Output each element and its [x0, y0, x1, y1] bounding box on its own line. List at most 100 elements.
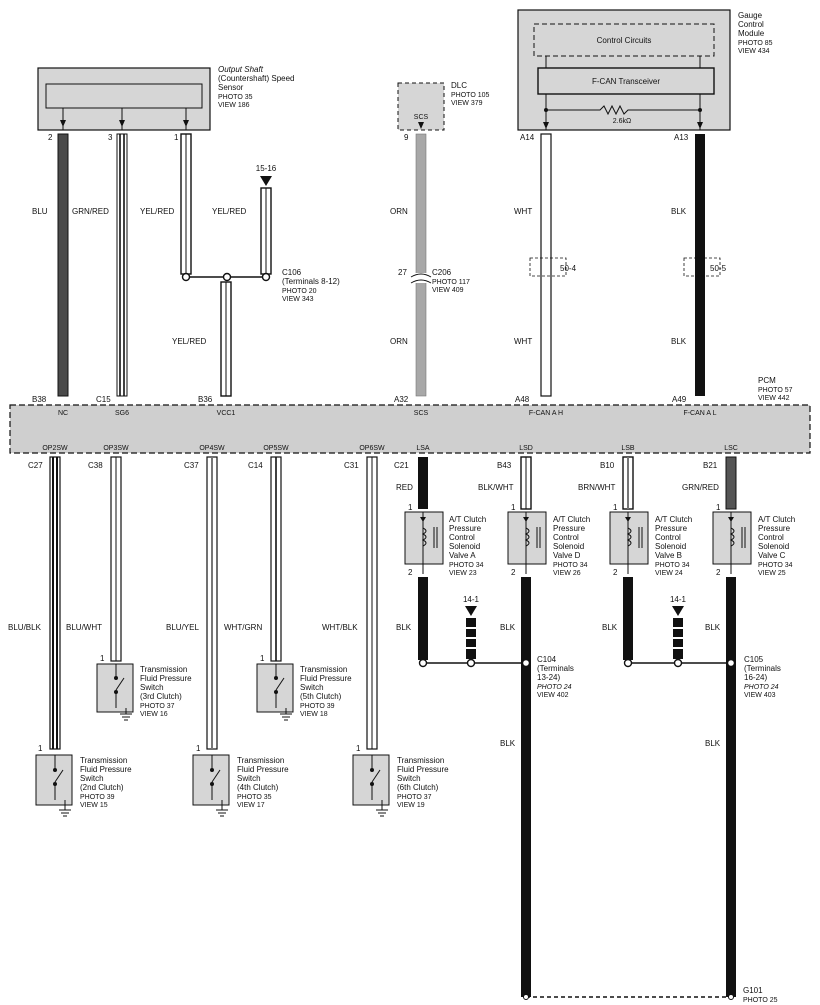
g101-name: G101 [743, 986, 763, 995]
solenoid-valve-a [404, 511, 444, 574]
sol-b-pin1: 1 [613, 503, 618, 512]
sw2-l4: (2nd Clutch) [80, 783, 124, 792]
label-blk-b: BLK [602, 623, 618, 632]
dlc-view: VIEW 379 [451, 100, 483, 107]
sol-b-l5: Valve B [655, 551, 682, 560]
g101-photo: PHOTO 25 [743, 997, 778, 1004]
solenoid-valve-b [609, 511, 649, 574]
sol-d-l5: Valve D [553, 551, 581, 560]
pressure-switch-6th [352, 754, 390, 817]
label-blk-wht: BLK/WHT [478, 483, 514, 492]
sw2-pin: 1 [38, 744, 43, 753]
label-blk-a: BLK [396, 623, 412, 632]
sw2-l3: Switch [80, 774, 104, 783]
label-grn-red: GRN/RED [72, 207, 109, 216]
sw6-view: VIEW 19 [397, 802, 425, 809]
speed-sensor-name1: Output Shaft [218, 65, 264, 74]
pin-a13: A13 [674, 133, 689, 142]
dlc-pin: SCS [414, 114, 429, 121]
ref-15-16: 15-16 [256, 164, 277, 173]
pcm-op6sw: OP6SW [359, 445, 385, 452]
pcm-vcc1: VCC1 [217, 410, 236, 417]
resistor-label: 2.6kΩ [613, 118, 631, 125]
label-blk-c: BLK [705, 623, 721, 632]
sol-c-photo: PHOTO 34 [758, 562, 793, 569]
pcm-lsa: LSA [416, 445, 430, 452]
c105-view: VIEW 403 [744, 692, 776, 699]
sol-c-l5: Valve C [758, 551, 786, 560]
sol-a-l1: A/T Clutch [449, 515, 486, 524]
sw6-l3: Switch [397, 774, 421, 783]
sol-c-l1: A/T Clutch [758, 515, 795, 524]
pin-c27: C27 [28, 461, 43, 470]
sol-a-pin1: 1 [408, 503, 413, 512]
c105-photo: PHOTO 24 [744, 684, 779, 691]
dlc-name: DLC [451, 81, 467, 90]
c206-name: C206 [432, 268, 452, 277]
sw6-label: Transmission Fluid Pressure Switch (6th … [397, 756, 449, 809]
sol-c-label: A/T Clutch Pressure Control Solenoid Val… [758, 515, 795, 577]
sw3-l1: Transmission [140, 665, 187, 674]
gauge-name2: Control [738, 20, 764, 29]
pressure-switch-4th [192, 754, 230, 817]
speed-sensor-photo: PHOTO 35 [218, 94, 253, 101]
pcm-photo: PHOTO 57 [758, 387, 793, 394]
wire-blk-b [623, 577, 633, 660]
pcm-view: VIEW 442 [758, 395, 790, 402]
wire-grn-red-bottom [725, 456, 737, 510]
sol-b-l2: Pressure [655, 524, 688, 533]
pin-c38: C38 [88, 461, 103, 470]
sol-d-l3: Control [553, 533, 579, 542]
wire-grn-red-top [116, 133, 128, 397]
sw5-l1: Transmission [300, 665, 347, 674]
c106-sub: (Terminals 8-12) [282, 277, 340, 286]
sol-b-l1: A/T Clutch [655, 515, 692, 524]
wire-blu-blk [49, 456, 61, 750]
sw6-l2: Fluid Pressure [397, 765, 449, 774]
c104-photo: PHOTO 24 [537, 684, 572, 691]
sw6-l4: (6th Clutch) [397, 783, 439, 792]
pin-b38: B38 [32, 395, 47, 404]
sol-c-pin1: 1 [716, 503, 721, 512]
c206-photo: PHOTO 117 [432, 279, 470, 286]
sw5-l4: (5th Clutch) [300, 692, 342, 701]
sw3-label: Transmission Fluid Pressure Switch (3rd … [140, 665, 192, 718]
c104-sub2: 13-24) [537, 673, 560, 682]
c206-pin: 27 [398, 268, 407, 277]
pin-c14: C14 [248, 461, 263, 470]
label-wht-2: WHT [514, 337, 532, 346]
sw5-l3: Switch [300, 683, 324, 692]
transceiver-label: F-CAN Transceiver [592, 77, 660, 86]
pressure-switch-2nd [35, 754, 73, 817]
wire-blk-d [521, 577, 531, 997]
label-yel-red-3: YEL/RED [172, 337, 206, 346]
solenoid-valve-d [507, 511, 547, 574]
label-wht-grn: WHT/GRN [224, 623, 262, 632]
c105-sub2: 16-24) [744, 673, 767, 682]
speed-sensor [37, 67, 211, 131]
label-orn-1: ORN [390, 207, 408, 216]
pcm-sg6: SG6 [115, 410, 129, 417]
sol-c-l3: Control [758, 533, 784, 542]
gauge-control-module [517, 9, 731, 131]
pcm-scs: SCS [414, 410, 429, 417]
sol-b-view: VIEW 24 [655, 570, 683, 577]
speed-sensor-name2: (Countershaft) Speed [218, 74, 295, 83]
gauge-name1: Gauge [738, 11, 763, 20]
pcm-op5sw: OP5SW [263, 445, 289, 452]
sol-a-pin2: 2 [408, 568, 413, 577]
sw5-l2: Fluid Pressure [300, 674, 352, 683]
wire-blk-a [418, 577, 428, 660]
sw4-l1: Transmission [237, 756, 284, 765]
pcm-op4sw: OP4SW [199, 445, 225, 452]
pressure-switch-3rd [96, 663, 134, 721]
sw3-l3: Switch [140, 683, 164, 692]
sol-c-l4: Solenoid [758, 542, 789, 551]
ref-14-1-a: 14-1 [463, 595, 480, 604]
sol-d-photo: PHOTO 34 [553, 562, 588, 569]
sw5-photo: PHOTO 39 [300, 703, 335, 710]
c106-view: VIEW 343 [282, 296, 314, 303]
pcm-nc: NC [58, 410, 68, 417]
pin-c21: C21 [394, 461, 409, 470]
sol-c-pin2: 2 [716, 568, 721, 577]
